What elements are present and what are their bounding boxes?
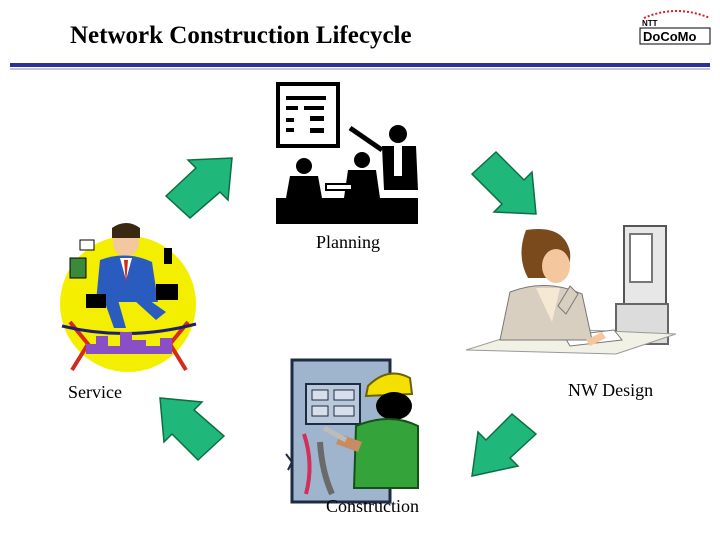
arrow-design-to-construction-icon (471, 412, 538, 477)
businessman-juggling-devices-clipart (60, 223, 197, 372)
designer-at-computer-clipart (466, 225, 676, 355)
logo-main-text: DoCoMo (643, 29, 696, 44)
arrow-planning-to-design-icon (470, 150, 537, 215)
electrician-at-panel-clipart (285, 358, 419, 504)
page-title: Network Construction Lifecycle (70, 22, 412, 49)
logo-small-text: NTT (642, 19, 658, 28)
nw-design-label: NW Design (568, 380, 654, 400)
arrow-service-to-planning-icon (164, 157, 233, 220)
planning-meeting-clipart (276, 82, 418, 224)
title-underline (10, 63, 710, 67)
arrow-construction-to-service-icon (159, 397, 226, 462)
construction-label: Construction (326, 496, 419, 516)
title-underline-shadow (10, 68, 710, 70)
planning-label: Planning (316, 232, 381, 252)
docomo-logo: NTT DoCoMo (639, 10, 711, 45)
service-label: Service (68, 382, 122, 402)
